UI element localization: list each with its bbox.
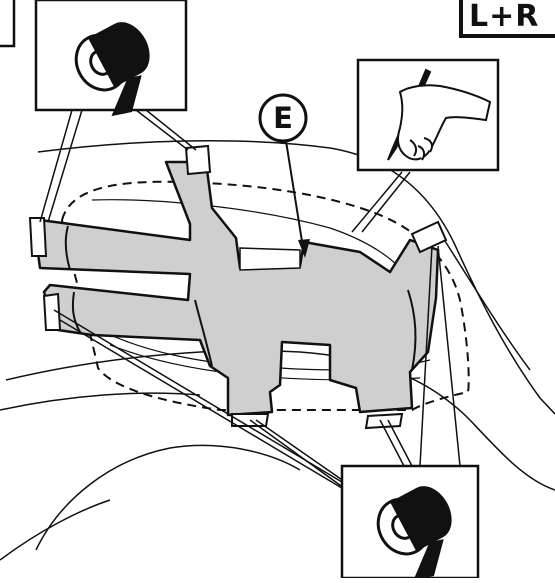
tape-strip-left-lower bbox=[42, 292, 62, 331]
side-badge: L+R bbox=[459, 0, 555, 38]
part-label-arrowhead bbox=[298, 239, 310, 258]
tape-strip-top bbox=[184, 144, 212, 176]
marker-leader-line bbox=[351, 171, 411, 233]
tape-callout-bottom bbox=[340, 464, 480, 581]
tape-roll-icon bbox=[376, 486, 452, 581]
tape-strip-right bbox=[410, 220, 448, 254]
tape-strip-bottom-right bbox=[364, 412, 404, 430]
template-part bbox=[32, 160, 440, 417]
tape-strip-left-upper bbox=[28, 217, 48, 257]
tape-roll-icon bbox=[74, 22, 150, 117]
tape-strips bbox=[28, 144, 448, 430]
marker-pen-in-hand-icon bbox=[387, 68, 492, 161]
tape-leader-lines-top bbox=[39, 109, 197, 223]
part-label-arrow bbox=[285, 140, 305, 255]
template-window bbox=[239, 247, 301, 271]
marker-callout bbox=[356, 58, 500, 172]
part-label-e: E bbox=[273, 101, 293, 135]
tape-callout-top bbox=[34, 0, 188, 117]
template-fold-lines bbox=[64, 225, 417, 371]
tape-leader-lines-bottom bbox=[53, 245, 461, 507]
previous-panel-corner bbox=[0, 0, 16, 48]
part-label-circle bbox=[258, 93, 308, 143]
